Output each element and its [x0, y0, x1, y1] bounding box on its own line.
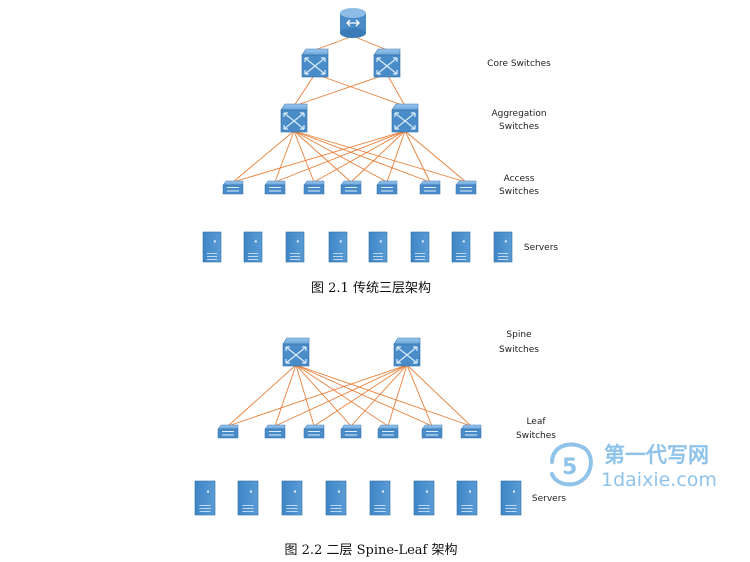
link-line	[274, 130, 406, 183]
link-line	[295, 364, 472, 427]
link-line	[314, 73, 406, 107]
link-line	[313, 130, 406, 183]
link-line	[232, 130, 295, 183]
link-line	[350, 364, 408, 427]
link-line	[406, 364, 433, 427]
leaf-label-line1: Leaf	[526, 417, 546, 427]
access-label-line2: Switches	[499, 187, 539, 197]
link-line	[274, 364, 297, 427]
link-line	[386, 130, 406, 183]
server-icon	[194, 480, 216, 516]
access-switch-icon	[222, 180, 244, 195]
server-icon	[243, 231, 263, 263]
server-icon	[493, 231, 513, 263]
leaf-switch-icon	[217, 424, 239, 439]
leaf-label-line2: Switches	[516, 431, 556, 441]
link-line	[293, 130, 467, 183]
server-icon	[500, 480, 522, 516]
figure-caption-1: 图 2.1 传统三层架构	[311, 281, 431, 296]
access-switch-icon	[264, 180, 286, 195]
server-icon	[456, 480, 478, 516]
spine-leaf-links	[227, 364, 472, 427]
leaf-switch-icon	[340, 424, 362, 439]
access-switch-icon	[340, 180, 362, 195]
leaf-switch-icon	[264, 424, 286, 439]
link-line	[293, 73, 316, 107]
link-line	[293, 130, 431, 183]
server-group-2	[194, 480, 522, 516]
link-line	[232, 130, 406, 183]
server-group	[202, 231, 513, 263]
watermark: 5 第一代写网 1daixie.com	[550, 442, 717, 491]
access-switch-icon	[303, 180, 325, 195]
link-line	[293, 130, 352, 183]
leaf-switch-icon	[303, 424, 325, 439]
server-icon	[285, 231, 305, 263]
servers-label-2: Servers	[532, 494, 567, 504]
server-icon	[410, 231, 430, 263]
spine-switch-group	[282, 337, 421, 367]
access-switch-group	[222, 180, 477, 195]
link-line	[386, 73, 406, 107]
server-icon	[328, 231, 348, 263]
figure-caption-2: 图 2.2 二层 Spine-Leaf 架构	[285, 543, 458, 558]
diagram-spine-leaf: Spine Switches Leaf Switches Servers 图 2…	[194, 330, 567, 558]
aggregation-label-line1: Aggregation	[491, 109, 546, 119]
leaf-switch-group	[217, 424, 482, 439]
access-switch-icon	[419, 180, 441, 195]
watermark-logo-icon: 5	[550, 442, 593, 487]
server-icon	[237, 480, 259, 516]
core-switch-icon	[373, 48, 401, 78]
link-line	[404, 130, 431, 183]
link-line	[404, 130, 467, 183]
link-line	[293, 73, 388, 107]
leaf-switch-icon	[377, 424, 399, 439]
access-switch-icon	[455, 180, 477, 195]
server-icon	[369, 480, 391, 516]
watermark-title: 第一代写网	[604, 443, 709, 467]
servers-label: Servers	[524, 243, 559, 253]
aggregation-switch-icon	[280, 103, 308, 133]
server-icon	[451, 231, 471, 263]
link-line	[274, 364, 408, 427]
link-line	[274, 130, 295, 183]
access-switch-icon	[376, 180, 398, 195]
server-icon	[368, 231, 388, 263]
access-label-line1: Access	[504, 174, 535, 184]
core-switch-group	[301, 48, 401, 78]
diagram-three-tier: Core Switches Aggregation Switches Acces…	[202, 8, 559, 296]
spine-label-line1: Spine	[506, 330, 532, 340]
leaf-switch-icon	[421, 424, 443, 439]
spine-switch-icon	[282, 337, 310, 367]
link-line	[406, 364, 472, 427]
spine-label-line2: Switches	[499, 345, 539, 355]
aggregation-label-line2: Switches	[499, 122, 539, 132]
core-switches-label: Core Switches	[487, 59, 551, 69]
link-line	[295, 364, 352, 427]
aggregation-switch-group	[280, 103, 419, 133]
link-line	[350, 130, 406, 183]
watermark-url: 1daixie.com	[601, 469, 717, 491]
server-icon	[413, 480, 435, 516]
server-icon	[325, 480, 347, 516]
link-line	[293, 130, 315, 183]
link-line	[313, 364, 408, 427]
three-tier-links	[232, 35, 467, 183]
aggregation-switch-icon	[391, 103, 419, 133]
server-icon	[202, 231, 222, 263]
core-switch-icon	[301, 48, 329, 78]
leaf-switch-icon	[460, 424, 482, 439]
spine-switch-icon	[393, 337, 421, 367]
link-line	[295, 364, 433, 427]
database-icon	[340, 8, 366, 38]
link-line	[352, 35, 388, 51]
link-line	[387, 364, 408, 427]
watermark-logo-text: 5	[562, 455, 577, 480]
link-line	[314, 35, 354, 51]
link-line	[227, 364, 297, 427]
link-line	[295, 364, 315, 427]
link-line	[227, 364, 408, 427]
server-icon	[281, 480, 303, 516]
